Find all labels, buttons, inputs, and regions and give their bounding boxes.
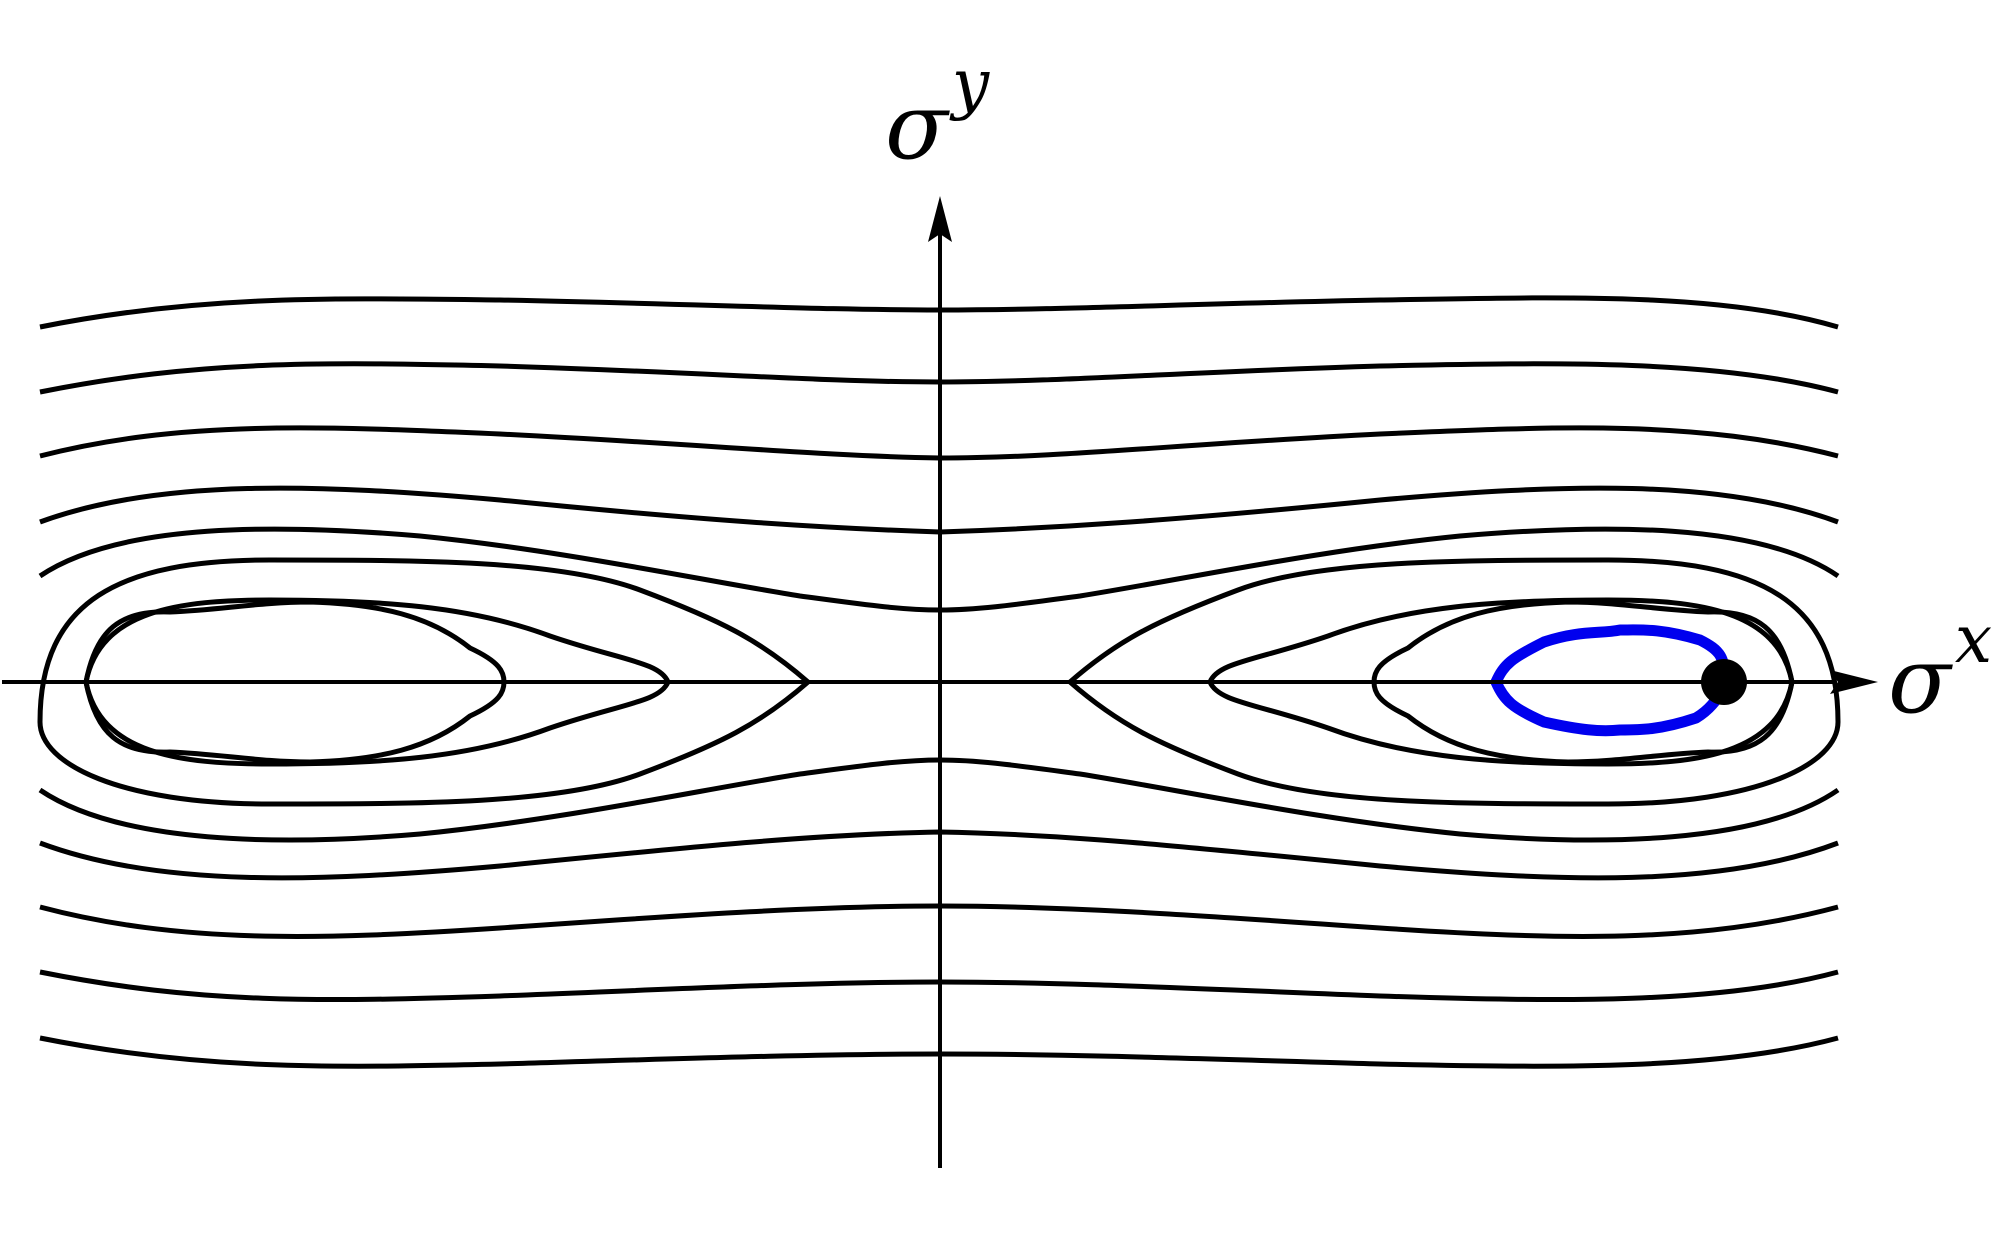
y-axis-superscript: y	[949, 45, 990, 122]
x-axis-superscript: x	[1955, 601, 1992, 678]
orbit-point	[1701, 659, 1747, 705]
y-axis-arrowhead	[928, 196, 952, 242]
axes	[2, 232, 1836, 1168]
y-axis-label: σy	[885, 45, 990, 180]
left-orbit-outer	[37, 557, 811, 807]
x-axis-arrowhead	[1830, 670, 1878, 694]
right-orbit-outer	[1067, 557, 1841, 807]
x-axis-label: σx	[1888, 601, 1992, 734]
